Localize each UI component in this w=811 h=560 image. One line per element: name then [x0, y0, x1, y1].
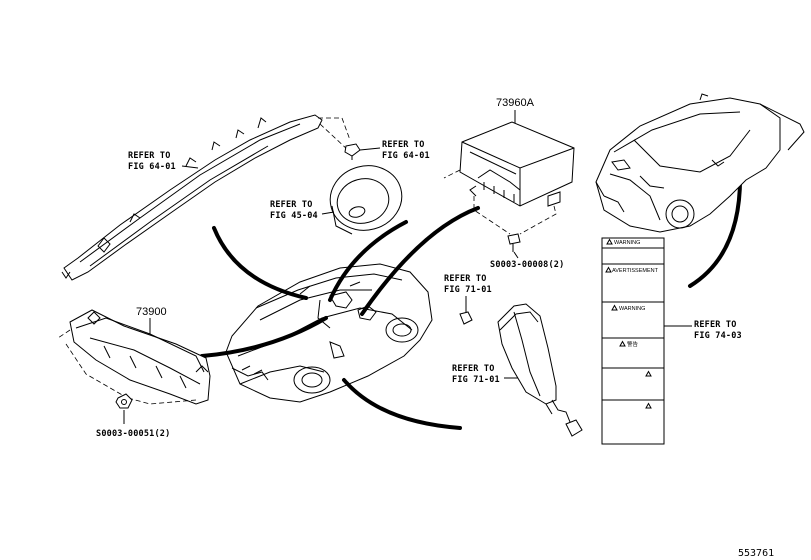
leader-fig64-right [359, 147, 381, 151]
car-interior-view [225, 263, 433, 403]
warning-triangle-icon [619, 340, 626, 347]
leader-curtain-clip [318, 117, 351, 141]
clip-small-icon [459, 311, 473, 325]
refer-fig71-upper-line1: REFER TO [444, 274, 487, 284]
pointer-arc-curtain [212, 226, 308, 300]
refer-fig64-left-line2: FIG 64-01 [128, 162, 176, 172]
diagram-id: 553761 [738, 548, 774, 559]
warning-triangle-icon [645, 402, 652, 409]
pointer-arc-passenger [360, 206, 480, 316]
warning-row-1: WARNING [614, 240, 640, 246]
leader-73960A-bolt-2 [519, 205, 557, 235]
leader-knee-left [57, 329, 71, 339]
pointer-arc-steering [328, 220, 408, 302]
refer-fig74-line2: FIG 74-03 [694, 331, 742, 341]
passenger-airbag-module [459, 121, 575, 207]
nut-icon [115, 393, 133, 409]
car-exterior-view [595, 93, 805, 233]
clip-icon [344, 143, 361, 160]
refer-fig64-right-line2: FIG 64-01 [382, 151, 430, 161]
side-airbag [497, 303, 583, 437]
warning-row-3: WARNING [619, 306, 645, 312]
warning-row-4: 警告 [627, 340, 639, 348]
pointer-arc-knee [200, 316, 328, 358]
pointer-arc-label [688, 170, 743, 288]
steering-airbag [329, 165, 403, 235]
leader-73960A-left [443, 169, 461, 179]
part-number-73900: 73900 [136, 306, 167, 318]
warning-triangle-icon [611, 304, 618, 311]
refer-fig71-upper-line2: FIG 71-01 [444, 285, 492, 295]
leader-knee-nut-1 [65, 343, 125, 397]
warning-triangle-icon [645, 370, 652, 377]
leader-curtain-clip-2 [319, 123, 349, 151]
leader-73960A-bolt [473, 196, 511, 235]
part-number-bolt-upper: S0003-00008(2) [490, 260, 564, 270]
leader-bolt-upper [513, 251, 519, 259]
refer-fig45-line1: REFER TO [270, 200, 313, 210]
refer-fig64-left-line1: REFER TO [128, 151, 171, 161]
leader-fig64-left [181, 165, 199, 169]
warning-row-2: AVERTISSEMENT [612, 268, 659, 274]
warning-label: WARNING AVERTISSEMENT WARNING 警告 [601, 237, 665, 445]
refer-fig71-lower-line2: FIG 71-01 [452, 375, 500, 385]
leader-fig45 [321, 211, 335, 215]
refer-fig64-right-line1: REFER TO [382, 140, 425, 150]
refer-fig45-line2: FIG 45-04 [270, 211, 318, 221]
warning-triangle-icon [605, 266, 612, 273]
curtain-airbag [61, 114, 323, 281]
refer-fig71-lower-line1: REFER TO [452, 364, 495, 374]
refer-fig74-line1: REFER TO [694, 320, 737, 330]
part-number-nut-lower: S0003-00051(2) [96, 429, 170, 439]
bolt-icon [507, 233, 521, 252]
warning-triangle-icon [606, 238, 613, 245]
pointer-arc-side [342, 378, 462, 430]
knee-airbag [69, 309, 211, 405]
part-number-73960A: 73960A [496, 97, 535, 109]
